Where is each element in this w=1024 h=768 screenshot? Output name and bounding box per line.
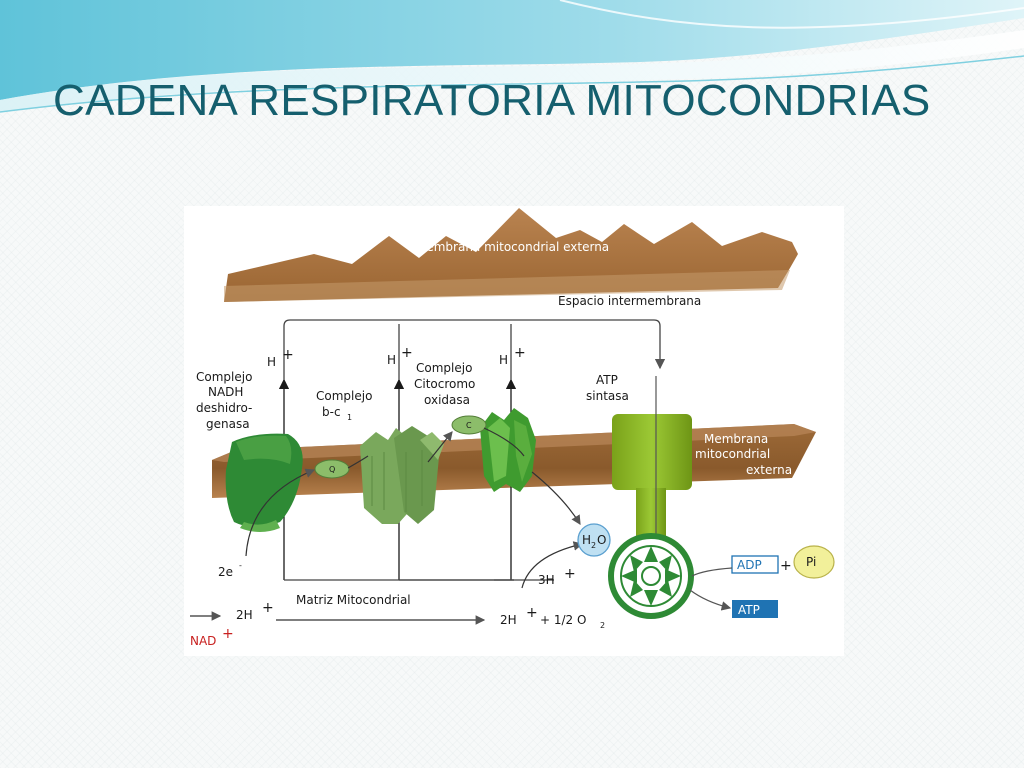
complex-4-cytochrome-oxidase [480, 408, 536, 492]
inner-membrane-label-line3: externa [746, 463, 792, 477]
protons-2h-plus: + [262, 600, 274, 616]
complex-1-label-line3: deshidro- [196, 401, 252, 415]
protons-2h-label: 2H [236, 608, 253, 622]
proton-label-1: H [267, 355, 276, 369]
pi-label: Pi [806, 555, 816, 569]
matrix-label: Matriz Mitocondrial [296, 593, 411, 607]
water-h: H [582, 533, 591, 547]
proton-plus-3: + [514, 345, 526, 361]
atp-synthase [608, 376, 694, 619]
inner-membrane-label-line1: Membrana [704, 432, 768, 446]
electron-flow-arrows [245, 427, 584, 589]
electrons-minus: - [239, 561, 242, 570]
quinone-label: Q [329, 465, 335, 474]
complex-1-label-line4: genasa [206, 417, 250, 431]
complex-3-label-line2: b-c [322, 405, 341, 419]
atp-synthase-label-line1: ATP [596, 373, 618, 387]
reaction-2h-plus: + [526, 605, 538, 621]
adp-box: ADP [731, 555, 779, 574]
slide-title: CADENA RESPIRATORIA MITOCONDRIAS [53, 76, 931, 125]
nad-label: NAD [190, 634, 216, 648]
complex-4-label-line2: Citocromo [414, 377, 475, 391]
water-molecule: H 2 O [577, 523, 611, 557]
atp-label: ATP [738, 603, 760, 617]
electrons-label: 2e [218, 565, 233, 579]
outer-membrane-label: Membrana mitocondrial externa [416, 240, 609, 254]
complex-1-label-line1: Complejo [196, 370, 252, 384]
atp-synthase-label-line2: sintasa [586, 389, 629, 403]
complex-3-label-sub: 1 [347, 413, 352, 422]
reaction-2h-label: 2H [500, 613, 517, 627]
atp-output-arrow [689, 589, 732, 611]
phosphate-pi: Pi [793, 545, 835, 579]
complex-1-nadh-dehydrogenase [225, 433, 303, 532]
outer-membrane: Membrana mitocondrial externa [224, 208, 798, 302]
complex-3-bc1 [360, 426, 444, 524]
proton-label-3: H [499, 353, 508, 367]
proton-plus-1: + [282, 347, 294, 363]
diagram-canvas: Membrana mitocondrial externa Espacio in… [190, 208, 835, 648]
complex-4-label-line3: oxidasa [424, 393, 470, 407]
proton-plus-2: + [401, 345, 413, 361]
nad-plus: + [222, 626, 234, 642]
atp-box: ATP [732, 600, 778, 618]
header-wave-decoration [0, 0, 1024, 113]
protons-3h-label: 3H [538, 573, 555, 587]
cytochrome-c: C [451, 415, 487, 435]
reaction-oxygen-label: + 1/2 O [540, 613, 586, 627]
cytochrome-c-label: C [466, 421, 472, 430]
water-2: 2 [591, 541, 596, 550]
complex-4-label-line1: Complejo [416, 361, 472, 375]
complex-3-label-line1: Complejo [316, 389, 372, 403]
intermembrane-space-label: Espacio intermembrana [558, 294, 701, 308]
reaction-oxygen-sub: 2 [600, 621, 605, 630]
respiratory-chain-diagram: Membrana mitocondrial externa Espacio in… [184, 206, 844, 656]
quinone-q: Q [314, 459, 350, 479]
complex-1-label-line2: NADH [208, 385, 243, 399]
proton-label-2: H [387, 353, 396, 367]
adp-pi-plus: + [780, 558, 792, 574]
water-o: O [597, 533, 606, 547]
inner-membrane-label-line2: mitocondrial [695, 447, 770, 461]
protons-3h-plus: + [564, 566, 576, 582]
adp-input-arrow [691, 567, 733, 577]
adp-label: ADP [737, 558, 762, 572]
